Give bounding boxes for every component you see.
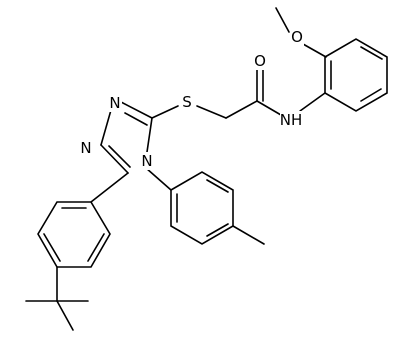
triazole-ring	[100, 101, 179, 174]
carbonyl-oxygen-label: O	[253, 52, 267, 70]
atom-labels: O O NH S N N N	[79, 28, 304, 170]
anisole-ring	[324, 38, 388, 112]
sulfur-text: S	[182, 93, 192, 111]
methoxy-oxygen-text: O	[291, 28, 303, 46]
triazole-n1-label: N	[108, 94, 122, 112]
amide-chain	[196, 69, 326, 119]
amide-nh-text: NH	[280, 111, 303, 129]
tert-butylphenyl-ring	[25, 172, 129, 331]
amide-nh-label: NH	[280, 111, 303, 129]
triazole-n2-label: N	[79, 139, 93, 157]
triazole-n4-text: N	[141, 152, 152, 170]
methoxy-oxygen-label: O	[290, 28, 304, 46]
methoxy-group	[275, 7, 327, 58]
tolyl-ring	[145, 167, 265, 245]
triazole-n2-text: N	[80, 139, 91, 157]
carbonyl-oxygen-text: O	[254, 52, 266, 70]
sulfur-label: S	[180, 93, 194, 111]
triazole-n1-text: N	[109, 94, 120, 112]
triazole-n4-label: N	[140, 152, 154, 170]
